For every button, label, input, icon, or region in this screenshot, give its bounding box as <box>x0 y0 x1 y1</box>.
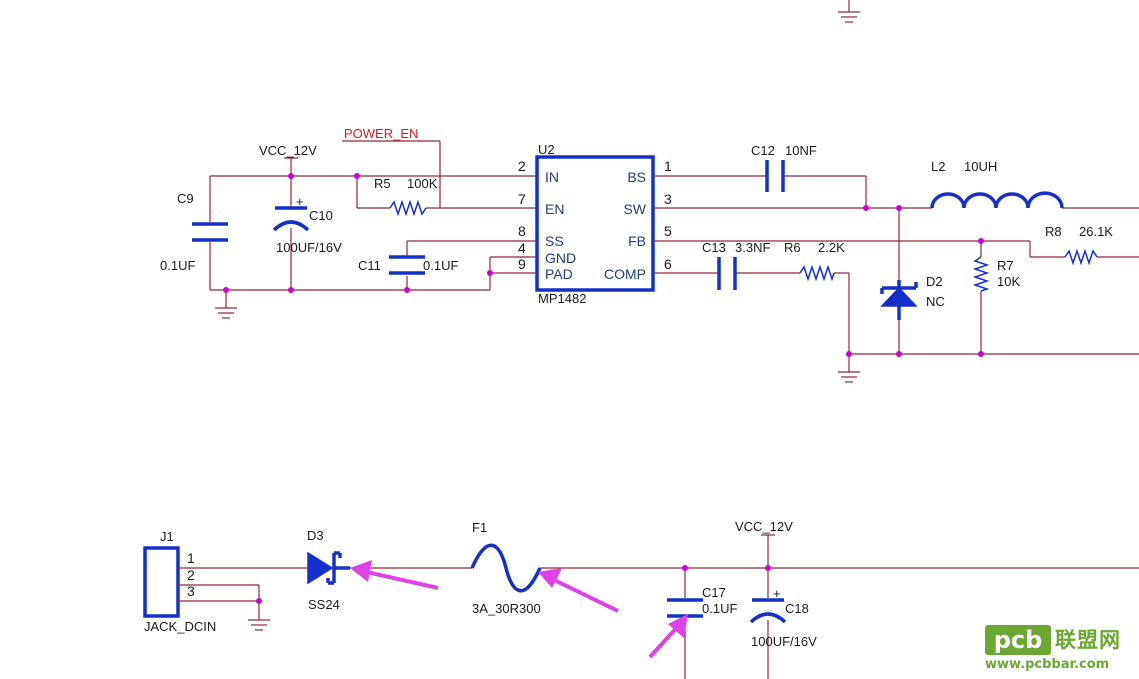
d2-ref: D2 <box>926 274 943 289</box>
l2-value: 10UH <box>964 159 997 174</box>
capacitor-c11 <box>389 255 425 275</box>
c18-value: 100UF/16V <box>751 634 817 649</box>
r8-ref: R8 <box>1045 224 1062 239</box>
pin-name-gnd: GND <box>545 250 576 266</box>
pin-number-ss: 8 <box>518 223 526 239</box>
j1-pin-1: 1 <box>187 550 195 566</box>
r6-value: 2.2K <box>818 240 845 255</box>
ground-symbol-output <box>838 371 860 383</box>
c13-ref: C13 <box>702 240 726 255</box>
j1-pin-2: 2 <box>187 567 195 583</box>
pin-number-bs: 1 <box>664 158 672 174</box>
watermark-logo: pcb 联盟网 www.pcbbar.com <box>985 623 1135 673</box>
vcc-power-port-bottom <box>761 534 775 540</box>
pin-name-sw: SW <box>623 201 646 217</box>
vcc-power-port-top <box>284 157 298 164</box>
c9-value: 0.1UF <box>160 258 195 273</box>
ic-part: MP1482 <box>538 291 586 306</box>
pin-name-fb: FB <box>628 233 646 249</box>
f1-ref: F1 <box>472 520 487 535</box>
ground-symbol-input <box>215 307 237 319</box>
capacitor-c10 <box>272 206 310 232</box>
watermark-url: www.pcbbar.com <box>985 657 1110 672</box>
capacitor-c12 <box>765 160 785 192</box>
c12-ref: C12 <box>751 143 775 158</box>
pin-number-in: 2 <box>518 158 526 174</box>
pin-name-comp: COMP <box>604 266 646 282</box>
capacitor-c17 <box>667 598 703 618</box>
watermark-chinese: 联盟网 <box>1055 628 1121 652</box>
c9-ref: C9 <box>177 191 194 206</box>
c13-value: 3.3NF <box>735 240 770 255</box>
j1-pin-3: 3 <box>187 583 195 599</box>
ground-symbol-jack <box>248 619 270 631</box>
d3-value: SS24 <box>308 597 340 612</box>
l2-ref: L2 <box>931 159 945 174</box>
net-label-vcc-bottom: VCC_12V <box>735 519 793 534</box>
resistor-r5 <box>389 199 427 217</box>
r5-value: 100K <box>407 176 438 191</box>
annotation-arrow-f1 <box>538 568 619 613</box>
resistor-r8 <box>1064 248 1098 266</box>
c10-polarity: + <box>296 194 304 209</box>
output-wires <box>653 175 1139 372</box>
pin-number-pad: 9 <box>518 256 526 272</box>
r7-ref: R7 <box>997 258 1014 273</box>
pin-name-in: IN <box>545 169 559 185</box>
pin-number-sw: 3 <box>664 191 672 207</box>
r7-value: 10K <box>997 274 1020 289</box>
ground-symbol-top <box>838 0 860 23</box>
pin-number-en: 7 <box>518 191 526 207</box>
d3-ref: D3 <box>307 528 324 543</box>
c18-polarity: + <box>773 586 781 601</box>
junction-dots <box>223 173 984 604</box>
j1-value: JACK_DCIN <box>144 619 216 634</box>
net-label-power-en: POWER_EN <box>344 126 418 141</box>
pin-number-gnd: 4 <box>518 240 526 256</box>
r8-value: 26.1K <box>1079 224 1113 239</box>
j1-ref: J1 <box>160 529 174 544</box>
net-label-vcc-top: VCC_12V <box>259 143 317 158</box>
ic-ref: U2 <box>538 142 555 157</box>
c11-value: 0.1UF <box>423 258 458 273</box>
capacitor-c13 <box>717 257 737 290</box>
pin-name-pad: PAD <box>545 266 573 282</box>
input-wires <box>209 140 537 308</box>
c17-value: 0.1UF <box>702 601 737 616</box>
inductor-l2 <box>930 191 1064 209</box>
annotation-arrow-d3 <box>350 560 439 590</box>
diode-d2 <box>880 280 918 320</box>
fuse-f1 <box>470 543 542 593</box>
resistor-r7 <box>972 256 990 292</box>
capacitor-c9 <box>192 222 228 242</box>
c10-value: 100UF/16V <box>276 240 342 255</box>
annotation-arrow-c17 <box>648 614 688 659</box>
pin-name-en: EN <box>545 201 564 217</box>
pin-number-comp: 6 <box>664 256 672 272</box>
c12-value: 10NF <box>785 143 817 158</box>
c17-ref: C17 <box>702 585 726 600</box>
r5-ref: R5 <box>374 176 391 191</box>
d2-value: NC <box>926 294 945 309</box>
c18-ref: C18 <box>785 601 809 616</box>
watermark-brand: pcb <box>985 625 1051 655</box>
diode-d3 <box>307 551 350 585</box>
c10-ref: C10 <box>309 208 333 223</box>
r6-ref: R6 <box>784 240 801 255</box>
pin-number-fb: 5 <box>664 223 672 239</box>
capacitor-c18 <box>749 598 787 624</box>
pin-name-bs: BS <box>627 169 646 185</box>
c11-ref: C11 <box>358 258 381 273</box>
connector-j1 <box>143 546 180 618</box>
ic-u2-body <box>535 155 655 292</box>
resistor-r6 <box>799 264 835 282</box>
f1-value: 3A_30R300 <box>472 601 541 616</box>
pin-name-ss: SS <box>545 233 564 249</box>
